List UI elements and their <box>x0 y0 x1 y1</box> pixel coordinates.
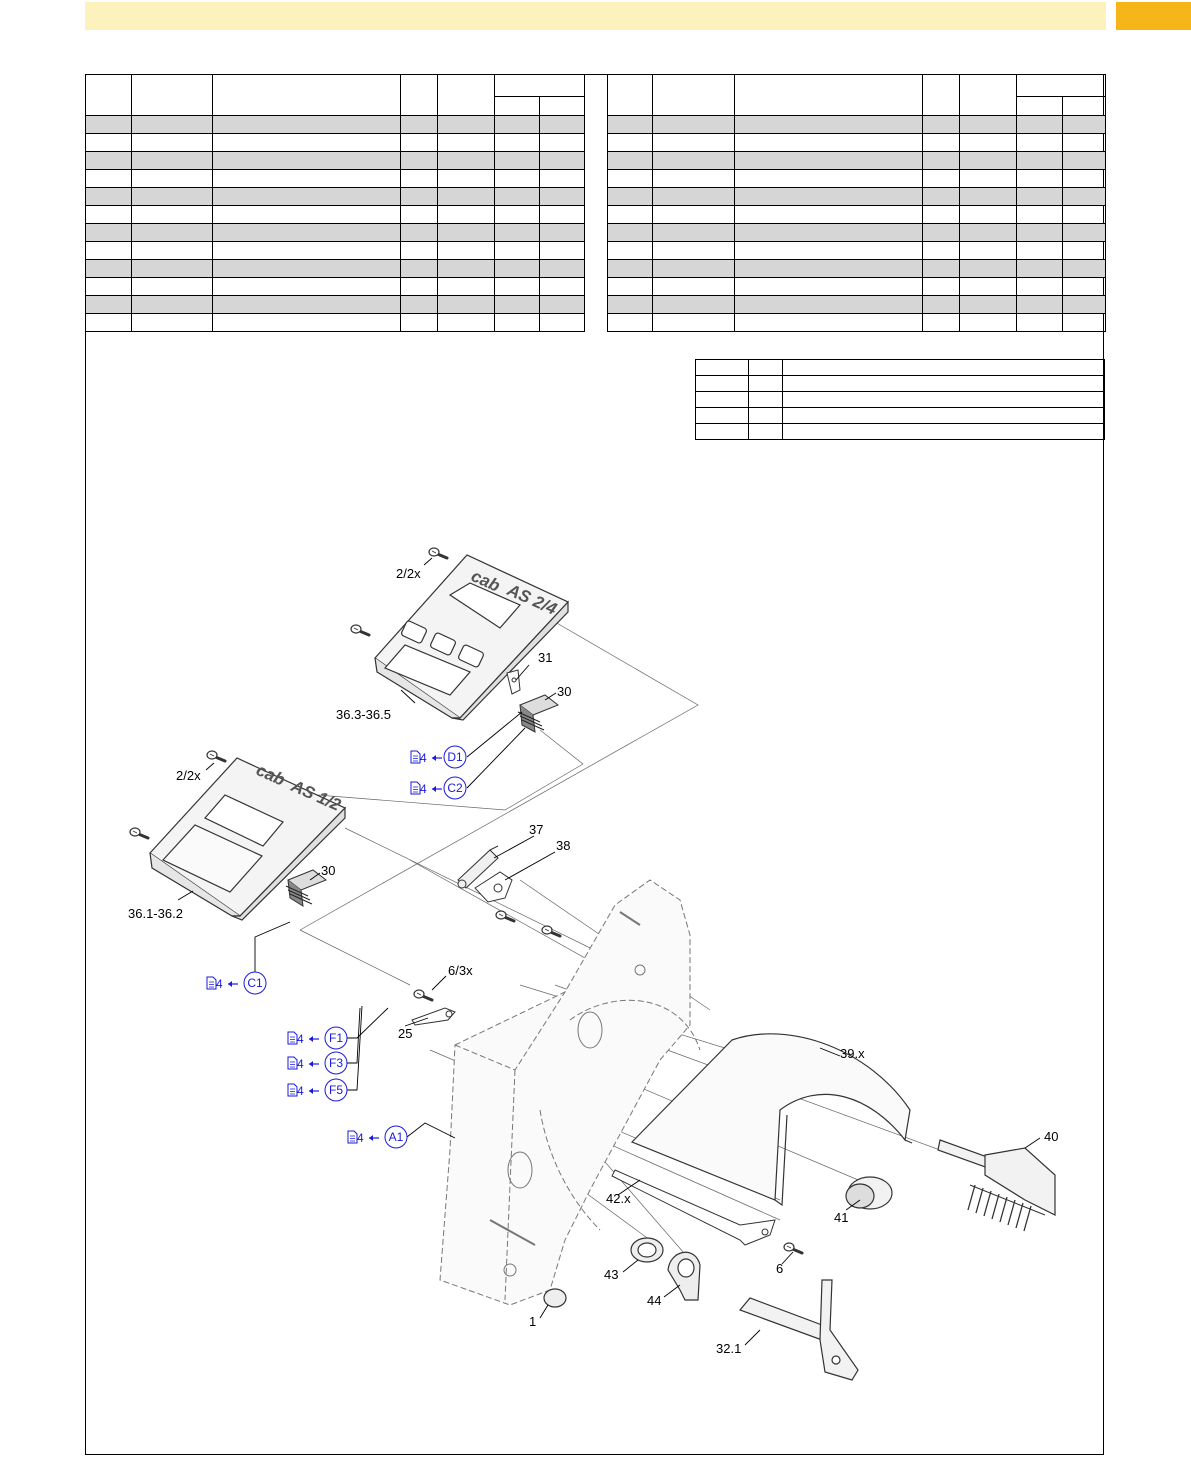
bracket-44 <box>667 1251 701 1301</box>
ref-f1[interactable]: 4 F1 <box>287 1026 348 1050</box>
document-icon <box>287 1031 298 1045</box>
screw-icon <box>205 749 227 763</box>
clip-31 <box>506 669 521 695</box>
screw-icon <box>412 988 434 1002</box>
document-icon <box>347 1130 358 1144</box>
document-icon <box>206 976 217 990</box>
tool-40 <box>937 1139 1056 1232</box>
svg-text:4: 4 <box>216 977 223 991</box>
part-38-holder <box>474 871 513 903</box>
document-icon <box>287 1083 298 1097</box>
arrow-left-icon <box>368 1134 380 1142</box>
lever-32-1 <box>738 1279 859 1381</box>
knob-41 <box>845 1176 893 1210</box>
callout-6-3x: 6/3x <box>448 963 473 978</box>
arrow-left-icon <box>308 1060 320 1068</box>
strip-42x <box>611 1169 776 1246</box>
screw-icon <box>128 826 150 840</box>
display-panel-bottom <box>149 757 347 921</box>
callout-1: 1 <box>529 1314 536 1329</box>
ref-f3[interactable]: 4 F3 <box>287 1051 348 1075</box>
display-panel-top <box>374 554 570 721</box>
callout-38: 38 <box>556 838 570 853</box>
arrow-left-icon <box>431 785 443 793</box>
callout-32-1: 32.1 <box>716 1341 741 1356</box>
svg-text:4: 4 <box>420 782 427 796</box>
cap-1 <box>543 1288 567 1308</box>
page-tab <box>1116 2 1191 30</box>
svg-text:4: 4 <box>297 1032 304 1046</box>
arrow-left-icon <box>308 1087 320 1095</box>
callout-30-top: 30 <box>557 684 571 699</box>
arrow-left-icon <box>227 980 239 988</box>
document-icon <box>410 781 421 795</box>
svg-text:F5: F5 <box>329 1083 343 1097</box>
svg-text:4: 4 <box>297 1057 304 1071</box>
svg-text:F1: F1 <box>329 1031 343 1045</box>
callout-39x: 39.x <box>840 1046 865 1061</box>
connector-30-bottom <box>285 869 328 907</box>
page-frame <box>85 74 1104 1455</box>
callout-36-1: 36.1-36.2 <box>128 906 183 921</box>
cover-39x <box>630 1033 913 1207</box>
connector-30-top <box>517 694 560 733</box>
callout-2-2x-bottom: 2/2x <box>176 768 201 783</box>
screw-icon <box>494 909 516 923</box>
screw-icon <box>427 546 449 560</box>
svg-text:C1: C1 <box>247 976 263 990</box>
ring-43 <box>630 1237 664 1263</box>
screw-icon <box>349 623 371 637</box>
callout-30-bottom: 30 <box>321 863 335 878</box>
callout-25: 25 <box>398 1026 412 1041</box>
callout-36-3: 36.3-36.5 <box>336 707 391 722</box>
callout-44: 44 <box>647 1293 661 1308</box>
ref-c1[interactable]: 4 C1 <box>206 971 267 995</box>
screw-icon <box>540 924 562 938</box>
ref-f5[interactable]: 4 F5 <box>287 1078 348 1102</box>
callout-31: 31 <box>538 650 552 665</box>
svg-text:F3: F3 <box>329 1056 343 1070</box>
screw-icon <box>782 1241 804 1255</box>
callout-6: 6 <box>776 1261 783 1276</box>
parts-table-left <box>85 74 585 332</box>
callout-43: 43 <box>604 1267 618 1282</box>
callout-40: 40 <box>1044 1129 1058 1144</box>
callout-41: 41 <box>834 1210 848 1225</box>
svg-text:4: 4 <box>297 1084 304 1098</box>
parts-table-right <box>607 74 1106 332</box>
arrow-left-icon <box>308 1035 320 1043</box>
document-icon <box>287 1056 298 1070</box>
document-icon <box>410 750 421 764</box>
callout-37: 37 <box>529 822 543 837</box>
svg-text:A1: A1 <box>389 1130 404 1144</box>
callout-2-2x-top: 2/2x <box>396 566 421 581</box>
ref-d1[interactable]: 4 D1 <box>410 745 467 769</box>
header-bar <box>85 2 1106 30</box>
svg-text:D1: D1 <box>447 750 463 764</box>
svg-text:4: 4 <box>420 751 427 765</box>
arrow-left-icon <box>431 754 443 762</box>
callout-42x: 42.x <box>606 1191 631 1206</box>
legend-table <box>695 359 1105 440</box>
part-25-lever <box>411 1007 456 1026</box>
ref-a1[interactable]: 4 A1 <box>347 1125 408 1149</box>
svg-text:4: 4 <box>357 1131 364 1145</box>
svg-text:C2: C2 <box>447 781 463 795</box>
part-37-sensor <box>457 845 499 889</box>
ref-c2[interactable]: 4 C2 <box>410 776 467 800</box>
